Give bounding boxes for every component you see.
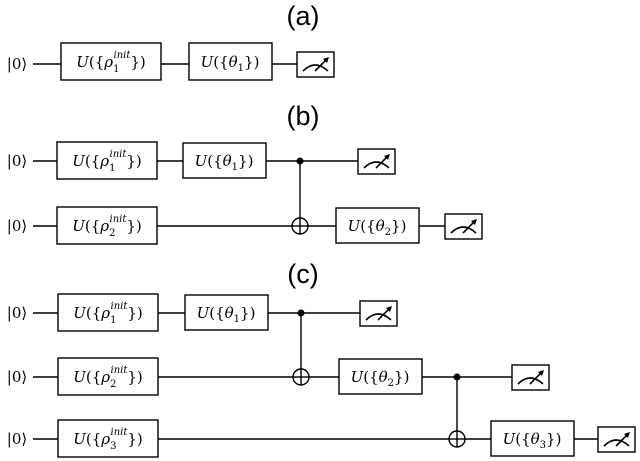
panel-a: (a) |0⟩ U({ρ1init}) U({θ1}) — [7, 1, 335, 81]
svg-text:U({ρ1init}): U({ρ1init}) — [76, 50, 146, 75]
init-gate-3: U({ρ3init}) — [57, 419, 159, 458]
panel-c: (c) |0⟩ |0⟩ |0⟩ U({ρ1init}) U({ρ2init}) … — [7, 259, 636, 458]
svg-text:U({ρ1init}): U({ρ1init}) — [72, 149, 142, 174]
init-gate-1: U({ρ1init}) — [56, 141, 158, 180]
theta-symbol: θ — [531, 430, 540, 448]
ket-zero: |0⟩ — [7, 430, 27, 448]
gate-subscript: 2 — [388, 378, 394, 389]
gate-subscript: 3 — [540, 440, 546, 451]
rho-symbol: ρ — [100, 304, 110, 322]
gate-subscript: 1 — [238, 63, 244, 74]
cnot-target-icon — [292, 368, 310, 386]
ket-zero: |0⟩ — [7, 152, 27, 170]
control-dot — [453, 373, 461, 381]
cnot-gate — [291, 157, 309, 235]
gate-subscript: 1 — [234, 314, 240, 325]
gate-subscript: 2 — [385, 227, 391, 238]
gate-subscript: 1 — [113, 64, 119, 75]
panel-label-c: (c) — [287, 259, 318, 289]
svg-text:U({θ3}): U({θ3}) — [503, 430, 562, 451]
measurement-meter-icon — [296, 51, 335, 78]
gate-subscript: 2 — [109, 228, 115, 239]
gate-superscript: init — [111, 427, 129, 438]
theta-symbol: θ — [225, 304, 234, 322]
ket-zero: |0⟩ — [7, 217, 27, 235]
param-gate-3: U({θ3}) — [490, 420, 575, 457]
gate-operator: U — [76, 53, 90, 71]
param-gate-1: U({θ1}) — [184, 294, 269, 331]
init-gate-1: U({ρ1init}) — [60, 42, 162, 81]
ket-zero: |0⟩ — [7, 368, 27, 386]
svg-text:U({θ1}): U({θ1}) — [197, 304, 256, 325]
gate-operator: U — [73, 430, 87, 448]
theta-symbol: θ — [223, 152, 232, 170]
measurement-meter-icon — [357, 148, 396, 175]
gate-subscript: 3 — [110, 441, 116, 452]
rho-symbol: ρ — [99, 217, 109, 235]
cnot-target-icon — [291, 217, 309, 235]
measurement-meter-icon — [597, 426, 636, 453]
rho-symbol: ρ — [99, 152, 109, 170]
control-dot — [297, 309, 305, 317]
svg-text:U({ρ1init}): U({ρ1init}) — [73, 301, 143, 326]
gate-superscript: init — [111, 365, 129, 376]
param-gate-2: U({θ2}) — [335, 207, 420, 244]
measurement-meter-icon — [511, 364, 550, 391]
cnot-gate-1 — [292, 309, 310, 386]
init-gate-2: U({ρ2init}) — [57, 357, 159, 396]
panel-b: (b) |0⟩ |0⟩ U({ρ1init}) U({ρ2init}) U({θ… — [7, 101, 483, 245]
svg-text:U({ρ3init}): U({ρ3init}) — [73, 427, 143, 452]
gate-superscript: init — [110, 214, 128, 225]
gate-operator: U — [201, 53, 215, 71]
rho-symbol: ρ — [100, 430, 110, 448]
gate-subscript: 2 — [110, 379, 116, 390]
gate-operator: U — [72, 152, 86, 170]
gate-superscript: init — [114, 50, 132, 61]
gate-operator: U — [72, 217, 86, 235]
cnot-target-icon — [448, 430, 466, 448]
gate-operator: U — [73, 304, 87, 322]
gate-operator: U — [348, 217, 362, 235]
rho-symbol: ρ — [100, 368, 110, 386]
theta-symbol: θ — [376, 217, 385, 235]
gate-subscript: 1 — [232, 162, 238, 173]
svg-text:U({ρ2init}): U({ρ2init}) — [73, 365, 143, 390]
ket-zero: |0⟩ — [7, 55, 27, 73]
gate-subscript: 1 — [109, 163, 115, 174]
ket-zero: |0⟩ — [7, 304, 27, 322]
gate-superscript: init — [111, 301, 129, 312]
init-gate-1: U({ρ1init}) — [57, 293, 159, 332]
panel-label-b: (b) — [287, 101, 320, 131]
control-dot — [296, 157, 304, 165]
param-gate-2: U({θ2}) — [338, 358, 423, 395]
rho-symbol: ρ — [103, 53, 113, 71]
svg-text:U({θ2}): U({θ2}) — [351, 368, 410, 389]
panel-label-a: (a) — [287, 1, 320, 31]
theta-symbol: θ — [379, 368, 388, 386]
gate-operator: U — [351, 368, 365, 386]
svg-text:U({θ1}): U({θ1}) — [201, 53, 260, 74]
svg-text:U({θ1}): U({θ1}) — [195, 152, 254, 173]
gate-superscript: init — [110, 149, 128, 160]
measurement-meter-icon — [444, 213, 483, 240]
param-gate-1: U({θ1}) — [188, 42, 273, 81]
gate-operator: U — [197, 304, 211, 322]
gate-subscript: 1 — [110, 315, 116, 326]
gate-operator: U — [195, 152, 209, 170]
gate-operator: U — [73, 368, 87, 386]
gate-operator: U — [503, 430, 517, 448]
cnot-gate-2 — [448, 373, 466, 448]
svg-text:U({ρ2init}): U({ρ2init}) — [72, 214, 142, 239]
init-gate-2: U({ρ2init}) — [56, 206, 158, 245]
svg-text:U({θ2}): U({θ2}) — [348, 217, 407, 238]
measurement-meter-icon — [359, 300, 398, 327]
theta-symbol: θ — [229, 53, 238, 71]
param-gate-1: U({θ1}) — [182, 142, 267, 179]
